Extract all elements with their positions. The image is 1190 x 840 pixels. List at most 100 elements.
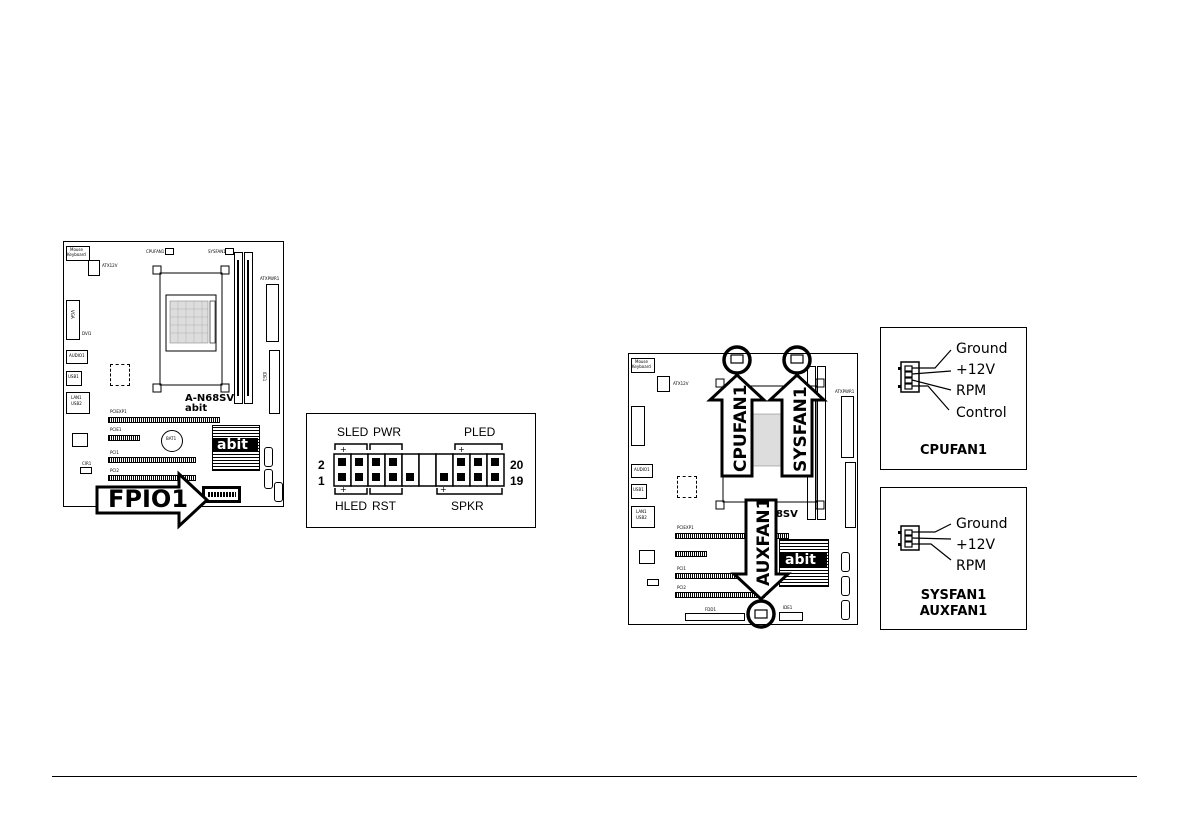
lan-label-r1: LAN1 [636, 509, 647, 514]
pcie1-label: PCIE1 [110, 427, 122, 432]
sata-3 [274, 482, 283, 502]
fpio-sled-label: SLED [337, 425, 369, 439]
cir-header [80, 467, 92, 474]
vga-label: VGA [70, 310, 75, 319]
ide-connector-r [845, 462, 856, 528]
atx12v-label: ATX12V [102, 263, 118, 268]
atxpwr-label-r: ATXPWR1 [835, 389, 855, 394]
sysfan-legend-title-2: AUXFAN1 [919, 604, 988, 619]
audio-label-r: AUDIO1 [634, 467, 650, 472]
fdd-label-r: FDD1 [705, 607, 717, 612]
fpio-pin-diagram [306, 413, 536, 528]
ps2-label-1: Mouse [70, 247, 83, 252]
pci2-label: PCI2 [110, 468, 119, 473]
fpio-pin-1: 1 [318, 474, 325, 488]
ps2-label-r2: Keyboard [632, 364, 651, 369]
ps2-port [66, 246, 90, 261]
fpio-header-pins [208, 492, 236, 497]
cir-label: CIR1 [82, 461, 92, 466]
ps2-label-2: Keyboard [67, 252, 86, 257]
bios-chip [110, 364, 130, 386]
atxpwr-label: ATXPWR1 [260, 276, 280, 281]
usb-port-r [631, 484, 647, 499]
sysfan-header [225, 248, 234, 255]
lan-label-1: LAN1 [71, 395, 82, 400]
sata-1 [264, 447, 273, 467]
ide-connector [269, 350, 280, 414]
sysfan-pin-rpm: RPM [956, 558, 987, 574]
ide-label-r: IDE1 [783, 605, 793, 610]
pcie16-slot-r [675, 533, 789, 539]
front-header-r [779, 612, 803, 621]
dimm-inner-2 [247, 260, 249, 396]
cpufan-connector-drawing [898, 349, 952, 411]
io-chip [72, 433, 88, 447]
svg-text:+: + [340, 445, 347, 454]
sysfan-label: SYSFAN1 [208, 249, 226, 254]
pci2-label-r: PCI2 [677, 585, 686, 590]
fpio-spkr-label: SPKR [451, 499, 484, 513]
dimm-slot-r2 [817, 366, 826, 520]
ps2-port-r [631, 358, 655, 373]
ps2-label-r1: Mouse [635, 359, 648, 364]
fpio-pled-label: PLED [464, 425, 496, 439]
dimm-slot-2 [244, 252, 253, 404]
usb-port [66, 371, 82, 386]
usb-label: USB1 [68, 374, 79, 379]
chipset-brand: abit [217, 437, 248, 453]
pcie16-label: PCIEXP1 [110, 409, 127, 414]
pcie1-slot-r [675, 551, 707, 557]
lan-label-r2: USB2 [636, 515, 647, 520]
audio-port [66, 350, 88, 364]
cpufan-pin-ground: Ground [956, 341, 1008, 357]
battery-label: BAT1 [166, 436, 177, 441]
vga-port [66, 300, 80, 340]
cpufan-label: CPUFAN1 [146, 249, 165, 254]
sysfan-pin-ground: Ground [956, 516, 1008, 532]
fpio-hled-label: HLED [335, 499, 368, 513]
cpu-socket-left [152, 265, 230, 393]
sata-r1 [841, 552, 850, 572]
sysfan-connector-drawing [898, 523, 952, 561]
chipset-brand-r: abit [785, 552, 816, 568]
atxpwr-connector-r [841, 396, 854, 458]
pci1-slot [108, 457, 196, 463]
svg-text:+: + [458, 445, 465, 454]
fan-arrows: CPUFAN1 SYSFAN1 AUXFAN1 [706, 345, 828, 629]
fpio-pin-2: 2 [318, 458, 325, 472]
vga-port-r [631, 406, 645, 446]
audio-label: AUDIO1 [69, 353, 85, 358]
fpio-header-location [202, 486, 241, 503]
io-chip-r [639, 550, 655, 564]
cpufan-legend-box [880, 327, 1027, 470]
cpufan-pin-control: Control [956, 405, 1007, 421]
dimm-slot-1 [234, 252, 243, 404]
auxfan-arrow-label: AUXFAN1 [754, 498, 774, 586]
cpufan-header [165, 248, 174, 255]
atx12v-label-r: ATX12V [673, 381, 689, 386]
pci1-label: PCI1 [110, 450, 119, 455]
chipset-brand-tag-r [779, 553, 827, 568]
usb-label-r: USB1 [633, 487, 644, 492]
battery [161, 430, 183, 452]
lan-port-r [631, 506, 655, 528]
footer-rule [52, 776, 1137, 777]
svg-text:+: + [440, 485, 447, 494]
atx12v-connector-r [657, 376, 670, 392]
fpio-header-drawing: + + + + [333, 443, 505, 495]
sysfan-legend-box [880, 487, 1027, 630]
pcie16-slot [108, 417, 220, 423]
fpio-pin-19: 19 [510, 474, 524, 488]
sata-r2 [841, 576, 850, 596]
dimm-inner-1 [237, 260, 239, 396]
fpio-pin-20: 20 [510, 458, 524, 472]
sata-2 [264, 469, 273, 489]
audio-port-r [631, 464, 653, 478]
left-brand-name: abit [185, 403, 208, 414]
pci1-label-r: PCI1 [677, 566, 686, 571]
pcie1-slot [108, 435, 140, 441]
sysfan-arrow-label: SYSFAN1 [791, 386, 811, 472]
cpufan-pin-rpm: RPM [956, 383, 987, 399]
pcie16-label-r: PCIEXP1 [677, 525, 694, 530]
cpufan-arrow-label: CPUFAN1 [731, 384, 751, 472]
